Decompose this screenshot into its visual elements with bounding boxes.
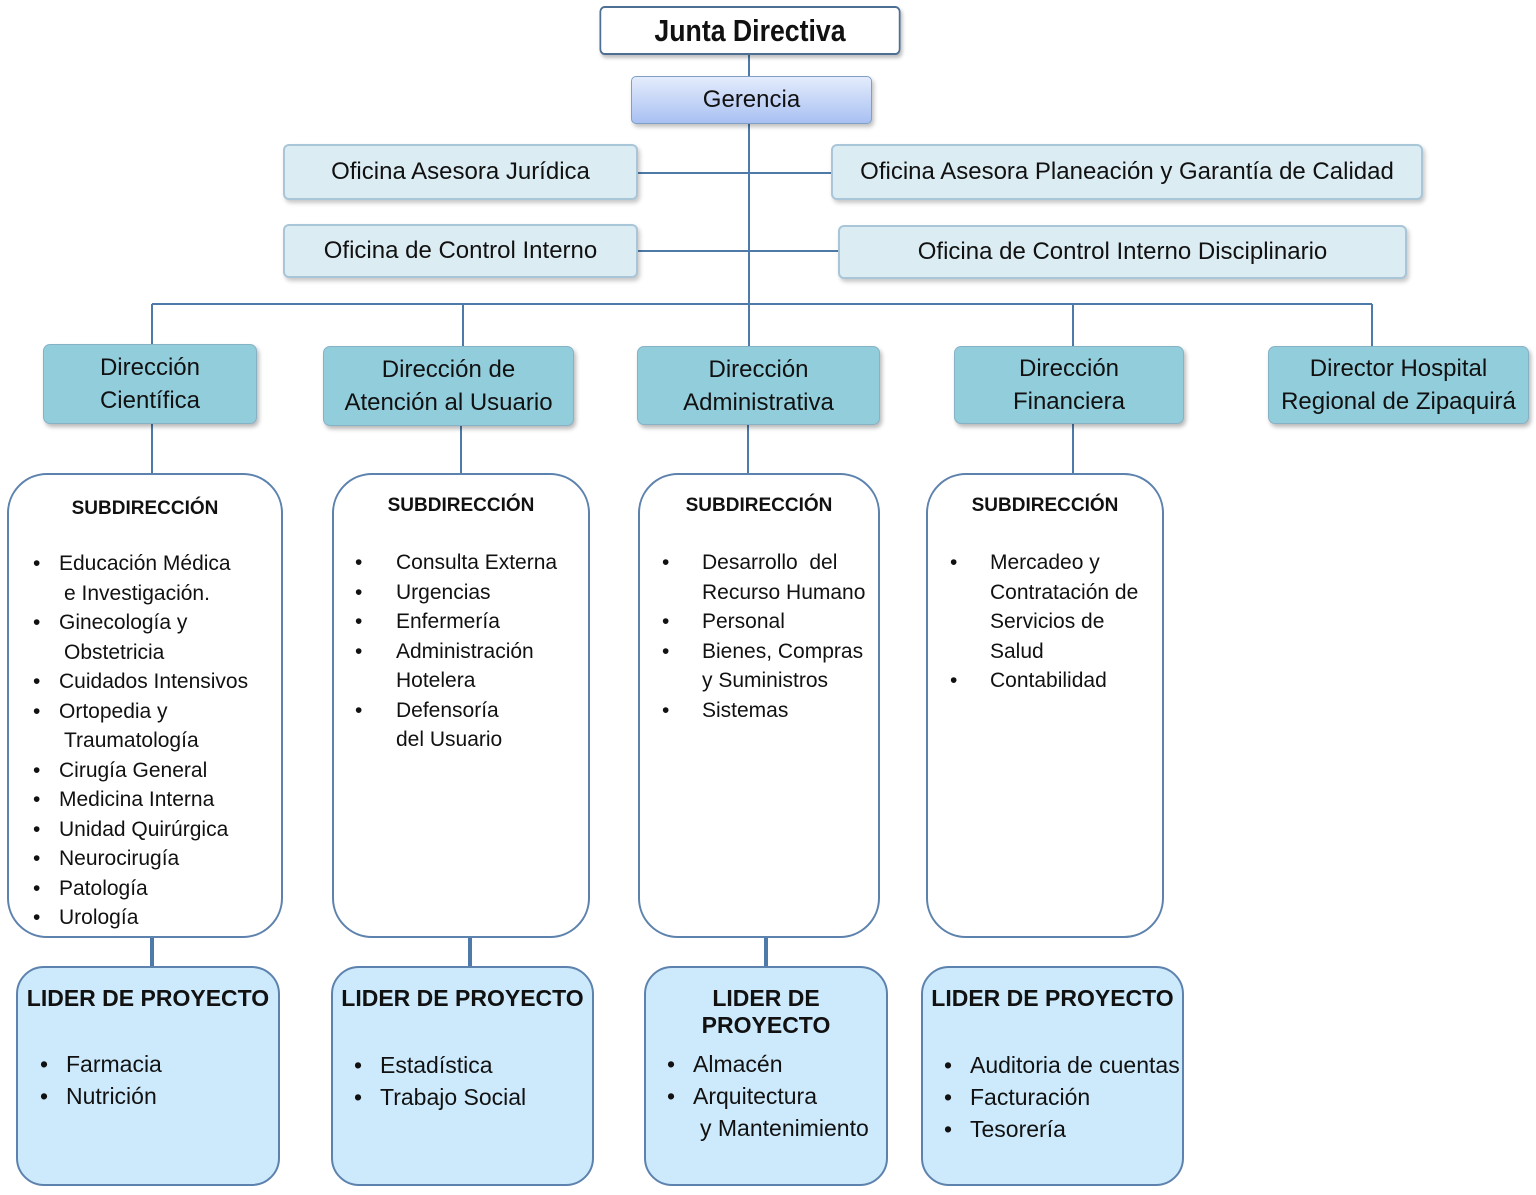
list-item: •Farmacia	[40, 1051, 162, 1077]
list-item: •Neurocirugía	[33, 847, 180, 870]
direction-atencion-usuario: Dirección de Atención al Usuario	[323, 346, 574, 426]
junta-directiva-label: Junta Directiva	[654, 12, 846, 48]
office-control-interno-label: Oficina de Control Interno	[323, 237, 598, 264]
list-item: •Estadística	[354, 1052, 493, 1078]
lider-proyecto-financiera: LIDER DE PROYECTO •Auditoria de cuentas …	[921, 966, 1184, 1186]
list-item: •Enfermería	[355, 610, 500, 633]
list-item: •Nutrición	[40, 1083, 157, 1109]
list-item: •Auditoria de cuentas	[944, 1052, 1180, 1078]
direction-line1: Dirección	[708, 355, 809, 383]
direction-line1: Dirección	[1018, 355, 1120, 382]
list-item: •Sistemas	[662, 698, 789, 722]
list-item: •Cuidados Intensivos	[33, 670, 249, 693]
list-item: •Personal	[662, 610, 785, 633]
list-item: •Patología	[33, 876, 148, 900]
list-item: •Unidad Quirúrgica	[33, 817, 229, 841]
office-planeacion: Oficina Asesora Planeación y Garantía de…	[831, 144, 1423, 200]
lider-title: LIDER DE PROYECTO	[931, 985, 1174, 1011]
lider-title: LIDER DE PROYECTO	[26, 985, 270, 1011]
direction-line2: Regional de Zipaquirá	[1281, 388, 1516, 415]
list-item: •Consulta Externa	[355, 551, 558, 574]
list-item: •Tesorería	[944, 1116, 1066, 1142]
office-control-interno: Oficina de Control Interno	[283, 224, 638, 278]
direction-line2: Administrativa	[683, 388, 834, 416]
list-item: •Contabilidad	[950, 669, 1107, 692]
direction-line1: Director Hospital	[1309, 355, 1488, 382]
lider-proyecto-usuario: LIDER DE PROYECTO •Estadística •Trabajo …	[331, 966, 594, 1186]
gerencia-label: Gerencia	[702, 86, 801, 113]
office-control-disciplinario-label: Oficina de Control Interno Disciplinario	[917, 238, 1328, 265]
junta-directiva-box: Junta Directiva	[599, 6, 901, 55]
direction-line2: Atención al Usuario	[344, 389, 553, 416]
lider-list: •Auditoria de cuentas •Facturación •Teso…	[944, 1049, 1180, 1145]
subdireccion-title: SUBDIRECCIÓN	[685, 495, 833, 516]
subdireccion-list: •Consulta Externa •Urgencias •Enfermería…	[355, 548, 557, 755]
list-item: •Facturación	[944, 1084, 1091, 1110]
subdireccion-atencion-usuario: SUBDIRECCIÓN •Consulta Externa •Urgencia…	[332, 473, 590, 938]
lider-title: LIDER DE PROYECTO	[341, 985, 584, 1011]
direction-line2: Científica	[99, 387, 201, 414]
office-juridica: Oficina Asesora Jurídica	[283, 144, 638, 200]
list-item: •Medicina Interna	[33, 788, 215, 811]
list-item: •Urología	[33, 906, 139, 929]
office-control-disciplinario: Oficina de Control Interno Disciplinario	[838, 225, 1407, 279]
subdireccion-title: SUBDIRECCIÓN	[387, 495, 535, 516]
lider-proyecto-cientifica: LIDER DE PROYECTO •Farmacia •Nutrición	[16, 966, 280, 1186]
office-planeacion-label: Oficina Asesora Planeación y Garantía de…	[860, 158, 1394, 185]
direction-line1: Dirección de	[381, 356, 516, 383]
list-item: •Cirugía General	[33, 758, 208, 782]
subdireccion-title: SUBDIRECCIÓN	[71, 498, 219, 519]
list-item: •Almacén	[667, 1051, 783, 1077]
lider-title: LIDER DE PROYECTO	[701, 985, 831, 1038]
lider-list: •Farmacia •Nutrición	[40, 1048, 162, 1112]
direction-line2: Financiera	[1012, 388, 1126, 415]
list-item: •Trabajo Social	[354, 1084, 527, 1110]
lider-proyecto-administrativa: LIDER DE PROYECTO •Almacén •Arquitectura…	[644, 966, 888, 1186]
direction-line1: Dirección	[99, 354, 200, 381]
office-juridica-label: Oficina Asesora Jurídica	[331, 158, 590, 185]
list-item: •Urgencias	[355, 580, 491, 604]
gerencia-box: Gerencia	[631, 76, 872, 124]
subdireccion-title: SUBDIRECCIÓN	[971, 495, 1119, 516]
lider-list: •Estadística •Trabajo Social	[354, 1049, 526, 1113]
